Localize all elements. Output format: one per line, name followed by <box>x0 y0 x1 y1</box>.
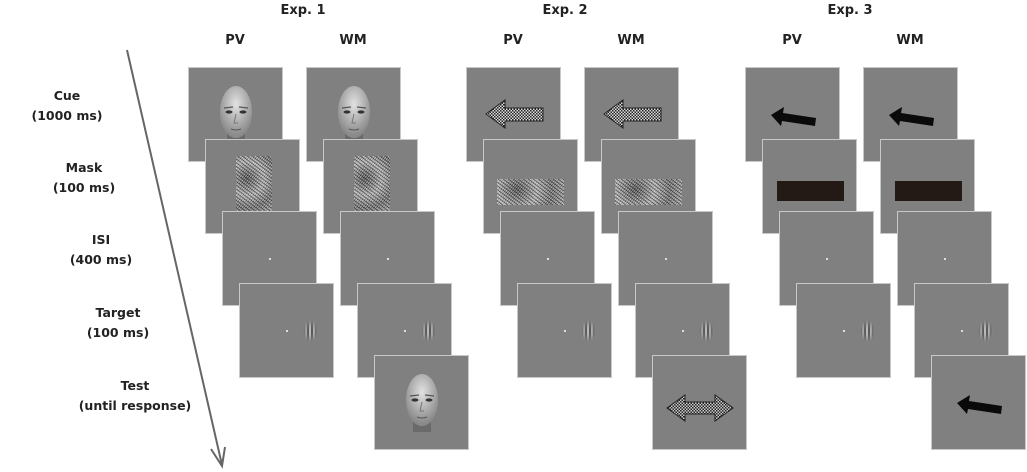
fixation-dot <box>961 330 963 332</box>
phase-label-cue: Cue (1000 ms) <box>31 86 102 126</box>
face-image <box>406 374 438 432</box>
phase-duration: (100 ms) <box>86 325 150 340</box>
fixation-dot <box>547 258 549 260</box>
phase-duration: (100 ms) <box>52 180 116 195</box>
bar-mask-noise <box>497 179 564 205</box>
fixation-dot <box>404 330 406 332</box>
gabor-patch <box>303 320 318 342</box>
phase-name: Mask <box>65 160 103 175</box>
condition-label: PV <box>503 33 523 48</box>
face-mask-noise <box>236 156 272 212</box>
condition-label: PV <box>225 33 245 48</box>
phase-duration: (400 ms) <box>69 252 133 267</box>
gabor-patch <box>860 320 875 342</box>
black-left-arrow-icon <box>889 107 934 126</box>
target-panel <box>914 283 1009 378</box>
experiment-title: Exp. 2 <box>542 3 588 18</box>
phase-label-mask: Mask (100 ms) <box>53 158 115 198</box>
experiment-title: Exp. 3 <box>827 3 873 18</box>
bar-mask-noise <box>615 179 682 205</box>
gabor-patch <box>978 320 993 342</box>
face-mask-noise <box>354 156 390 212</box>
phase-duration: (1000 ms) <box>31 108 103 123</box>
checkered-left-arrow-icon <box>485 99 544 129</box>
phase-name: Cue <box>53 88 81 103</box>
test-panel <box>931 355 1026 450</box>
condition-label: WM <box>339 33 367 48</box>
phase-label-target: Target (100 ms) <box>87 303 149 343</box>
fixation-dot <box>826 258 828 260</box>
phase-duration: (until response) <box>78 398 192 413</box>
condition-label: WM <box>617 33 645 48</box>
double-arrow-icon <box>666 394 734 422</box>
condition-label: WM <box>896 33 924 48</box>
target-panel <box>796 283 891 378</box>
face-image <box>220 86 252 144</box>
black-bar-mask <box>895 181 962 201</box>
fixation-dot <box>269 258 271 260</box>
phase-label-isi: ISI (400 ms) <box>70 230 132 270</box>
black-left-arrow-icon <box>771 107 816 126</box>
fixation-dot <box>665 258 667 260</box>
target-panel <box>517 283 612 378</box>
black-bar-mask <box>777 181 844 201</box>
test-panel <box>374 355 469 450</box>
black-left-arrow-icon <box>957 395 1002 414</box>
gabor-patch <box>421 320 436 342</box>
phase-name: ISI <box>91 232 111 247</box>
fixation-dot <box>387 258 389 260</box>
phase-name: Test <box>120 378 150 393</box>
fixation-dot <box>843 330 845 332</box>
test-panel <box>652 355 747 450</box>
gabor-patch <box>699 320 714 342</box>
experiment-title: Exp. 1 <box>280 3 326 18</box>
fixation-dot <box>682 330 684 332</box>
target-panel <box>239 283 334 378</box>
phase-label-test: Test (until response) <box>79 376 192 416</box>
fixation-dot <box>286 330 288 332</box>
condition-label: PV <box>782 33 802 48</box>
fixation-dot <box>564 330 566 332</box>
checkered-left-arrow-icon <box>603 99 662 129</box>
gabor-patch <box>581 320 596 342</box>
fixation-dot <box>944 258 946 260</box>
phase-name: Target <box>95 305 141 320</box>
